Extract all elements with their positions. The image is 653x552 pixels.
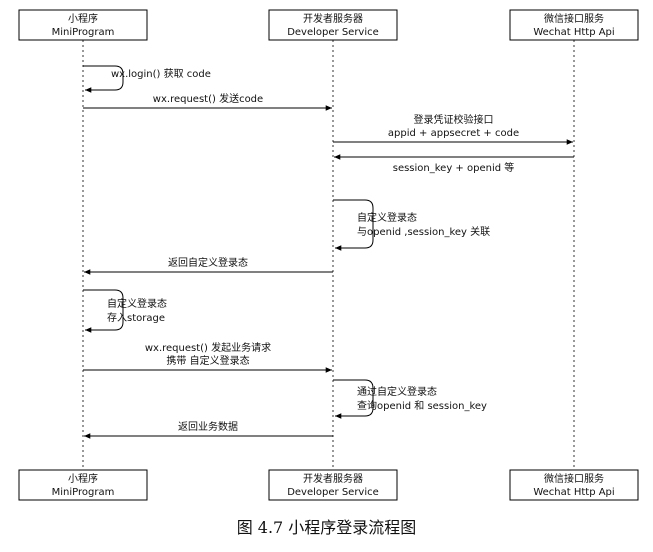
participant-name-en: Wechat Http Api — [533, 27, 614, 38]
participant-name-cn: 微信接口服务 — [544, 472, 604, 485]
self-message-arrow-8 — [333, 379, 374, 419]
participant-name-en: Developer Service — [287, 27, 379, 38]
message-label: 存入storage — [107, 311, 165, 324]
participant-box-top-0 — [18, 9, 148, 41]
participant-name-cn: 微信接口服务 — [544, 12, 604, 25]
participant-name-cn: 小程序 — [68, 472, 98, 485]
figure-caption: 图 4.7 小程序登录流程图 — [236, 518, 417, 537]
message-label: 查询openid 和 session_key — [357, 399, 487, 412]
message-label: 与openid ,session_key 关联 — [357, 225, 490, 238]
message-label: 返回自定义登录态 — [168, 256, 248, 269]
participant-box-top-1 — [268, 9, 398, 41]
message-label: wx.request() 发送code — [153, 92, 263, 105]
message-label: appid + appsecret + code — [388, 128, 519, 139]
message-label: 返回业务数据 — [178, 420, 238, 433]
message-label: wx.login() 获取 code — [111, 68, 211, 80]
self-message-arrow-0 — [83, 65, 124, 93]
participant-box-top-2 — [509, 9, 639, 41]
participant-name-cn: 小程序 — [68, 12, 98, 25]
participant-name-en: Wechat Http Api — [533, 487, 614, 498]
participant-name-en: MiniProgram — [52, 487, 115, 498]
message-label: 自定义登录态 — [107, 297, 167, 310]
message-label: wx.request() 发起业务请求 — [145, 341, 271, 354]
message-label: 通过自定义登录态 — [357, 385, 437, 398]
message-label: session_key + openid 等 — [393, 161, 515, 174]
participant-box-bottom-0 — [18, 469, 148, 501]
participant-name-cn: 开发者服务器 — [303, 472, 363, 485]
message-label: 携带 自定义登录态 — [166, 354, 249, 367]
participant-name-en: MiniProgram — [52, 27, 115, 38]
participant-name-en: Developer Service — [287, 487, 379, 498]
participant-name-cn: 开发者服务器 — [303, 12, 363, 25]
message-label: 自定义登录态 — [357, 211, 417, 224]
self-message-arrow-6 — [83, 289, 124, 333]
self-message-arrow-4 — [333, 199, 374, 251]
participant-box-bottom-1 — [268, 469, 398, 501]
message-label: 登录凭证校验接口 — [414, 113, 494, 126]
participant-box-bottom-2 — [509, 469, 639, 501]
